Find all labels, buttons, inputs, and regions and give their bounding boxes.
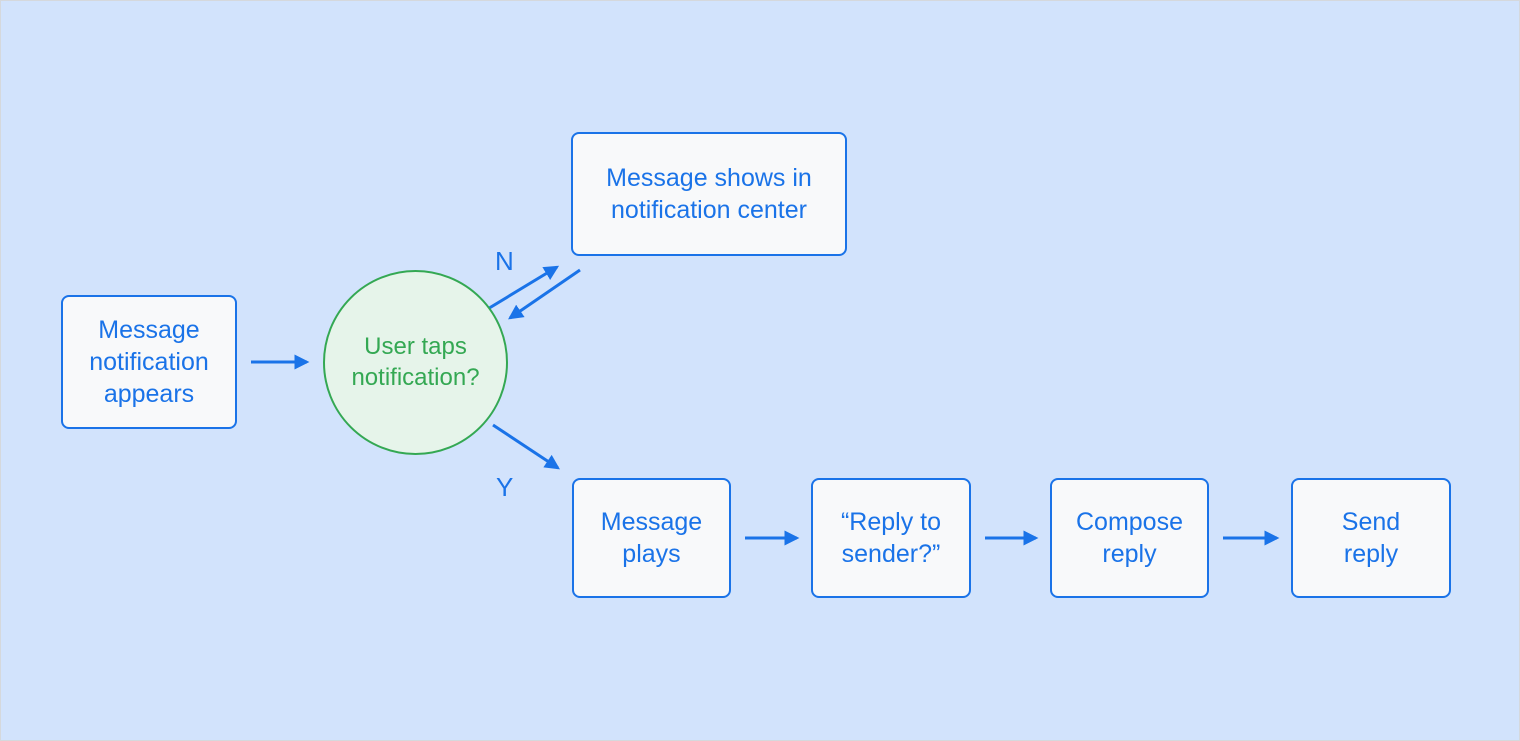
node-message-shows-in-notification-center[interactable]: Message shows in notification center — [571, 132, 847, 256]
edge-label-no: N — [495, 246, 514, 276]
edge-label-yes: Y — [496, 472, 514, 502]
node-send-reply[interactable]: Send reply — [1291, 478, 1451, 598]
node-reply-to-sender[interactable]: “Reply to sender?” — [811, 478, 971, 598]
node-message-notification-appears[interactable]: Message notification appears — [61, 295, 237, 429]
edge-notification-center-to-decision — [508, 268, 581, 320]
node-compose-reply[interactable]: Compose reply — [1050, 478, 1209, 598]
edge-decision-to-message-plays — [492, 423, 561, 470]
node-user-taps-notification[interactable]: User taps notification? — [323, 270, 508, 455]
node-message-plays[interactable]: Message plays — [572, 478, 731, 598]
